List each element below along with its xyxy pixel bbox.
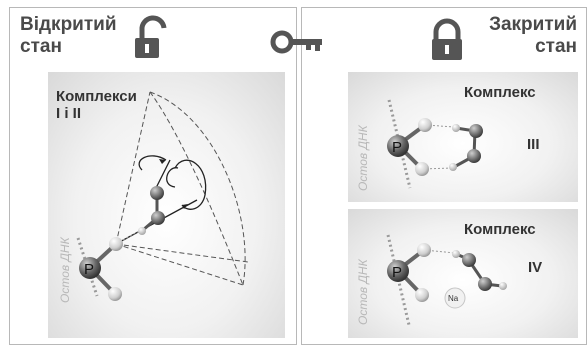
oxygen-atom <box>415 288 429 302</box>
phosphorus-label: P <box>84 261 94 278</box>
phosphorus-label: P <box>392 264 402 281</box>
complex-i-ii-box <box>48 72 285 338</box>
phosphorus-atom <box>79 257 101 279</box>
rotation-cone <box>115 91 249 286</box>
open-state-title: Відкритий стан <box>20 14 117 57</box>
closed-state-title: Закритий стан <box>489 14 577 57</box>
rotation-arrow <box>166 167 179 188</box>
oxygen-atom <box>108 287 122 301</box>
phosphorus-label: P <box>392 139 402 156</box>
carbon-atom <box>151 211 165 225</box>
rotation-arrow <box>138 155 167 171</box>
phosphorus-atom <box>387 260 409 282</box>
oxygen-atom <box>415 162 429 176</box>
oxygen-atom <box>417 243 431 257</box>
carbon-atom <box>478 277 492 291</box>
oxygen-atom <box>418 118 432 132</box>
sodium-ion <box>444 287 466 309</box>
hydrogen-atom <box>449 163 457 171</box>
complex-i-ii-label: Комплекси I і II <box>56 88 137 122</box>
carbon-atom <box>469 124 483 138</box>
carbon-atom <box>462 253 476 267</box>
carbon-atom <box>467 149 481 163</box>
complex-iv-label: Комплекс <box>464 221 536 238</box>
complex-iii-box <box>348 72 578 202</box>
complex-iii-numeral: III <box>527 136 540 153</box>
phosphorus-atom <box>387 135 409 157</box>
carbon-atom <box>150 186 164 200</box>
oxygen-atom <box>109 237 123 251</box>
hydrogen-atom <box>452 250 460 258</box>
hydrogen-atom <box>499 282 507 290</box>
complex-iv-box <box>348 209 578 338</box>
complex-iv-numeral: IV <box>528 259 543 276</box>
hydrogen-atom <box>138 227 146 235</box>
complex-iii-label: Комплекс <box>464 84 536 101</box>
hydrogen-atom <box>452 124 460 132</box>
sodium-ion-label: Na <box>448 294 459 303</box>
rotation-arrow <box>174 159 207 210</box>
